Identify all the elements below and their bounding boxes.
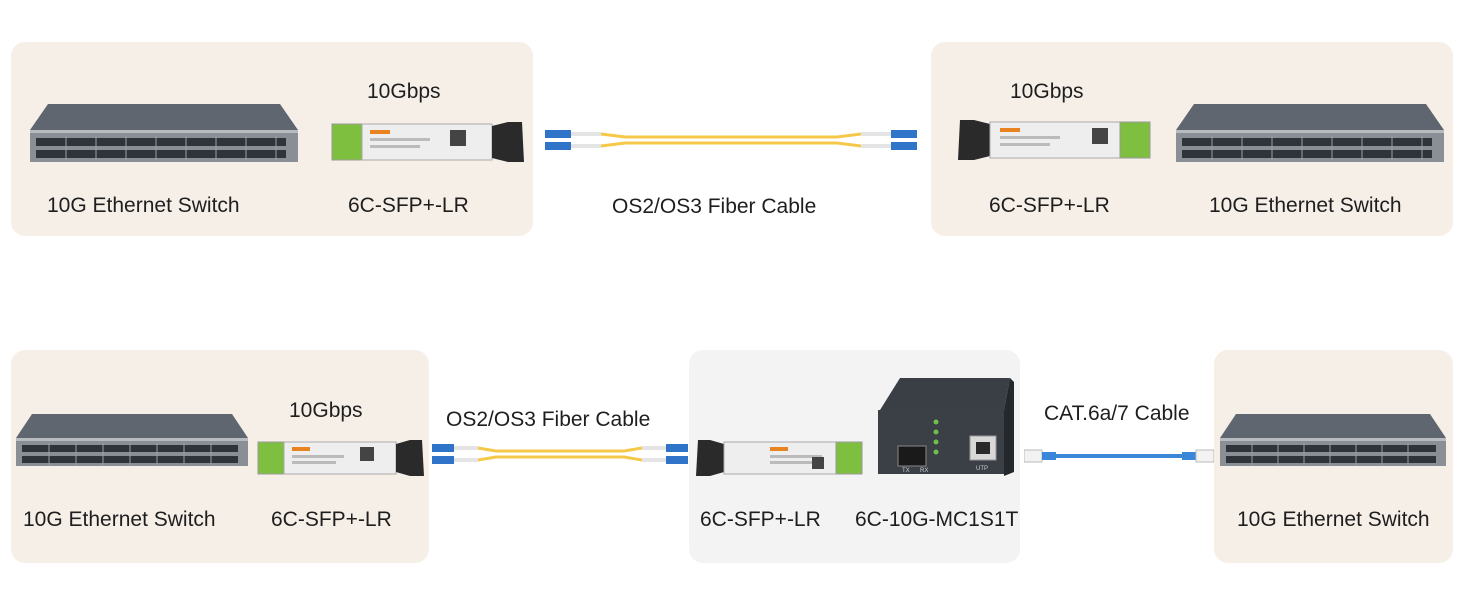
sfp-module xyxy=(694,438,864,478)
speed-label: 10Gbps xyxy=(1010,80,1084,103)
switch-label: 10G Ethernet Switch xyxy=(1237,508,1430,531)
ethernet-switch xyxy=(26,100,302,164)
speed-label: 10Gbps xyxy=(289,399,363,422)
fiber-cable xyxy=(432,442,688,466)
copper-cable-label: CAT.6a/7 Cable xyxy=(1044,402,1190,425)
module-label: 6C-SFP+-LR xyxy=(271,508,392,531)
ethernet-switch xyxy=(12,410,252,468)
ethernet-switch xyxy=(1216,410,1450,468)
module-label: 6C-SFP+-LR xyxy=(989,194,1110,217)
sfp-module xyxy=(956,118,1152,162)
fiber-cable-label: OS2/OS3 Fiber Cable xyxy=(446,408,651,431)
speed-label: 10Gbps xyxy=(367,80,441,103)
switch-label: 10G Ethernet Switch xyxy=(1209,194,1402,217)
copper-cable xyxy=(1024,446,1214,466)
rx-port-label: RX xyxy=(920,468,928,474)
fiber-cable xyxy=(545,128,917,152)
media-converter: TX RX UTP xyxy=(874,376,1016,478)
fiber-cable-label: OS2/OS3 Fiber Cable xyxy=(612,195,817,218)
module-label: 6C-SFP+-LR xyxy=(348,194,469,217)
sfp-module xyxy=(256,438,426,478)
switch-label: 10G Ethernet Switch xyxy=(23,508,216,531)
module-label: 6C-SFP+-LR xyxy=(700,508,821,531)
sfp-module xyxy=(330,120,526,164)
utp-port-label: UTP xyxy=(976,466,988,472)
media-converter-label: 6C-10G-MC1S1T xyxy=(855,508,1019,531)
tx-port-label: TX xyxy=(902,468,910,474)
switch-label: 10G Ethernet Switch xyxy=(47,194,240,217)
ethernet-switch xyxy=(1172,100,1448,164)
